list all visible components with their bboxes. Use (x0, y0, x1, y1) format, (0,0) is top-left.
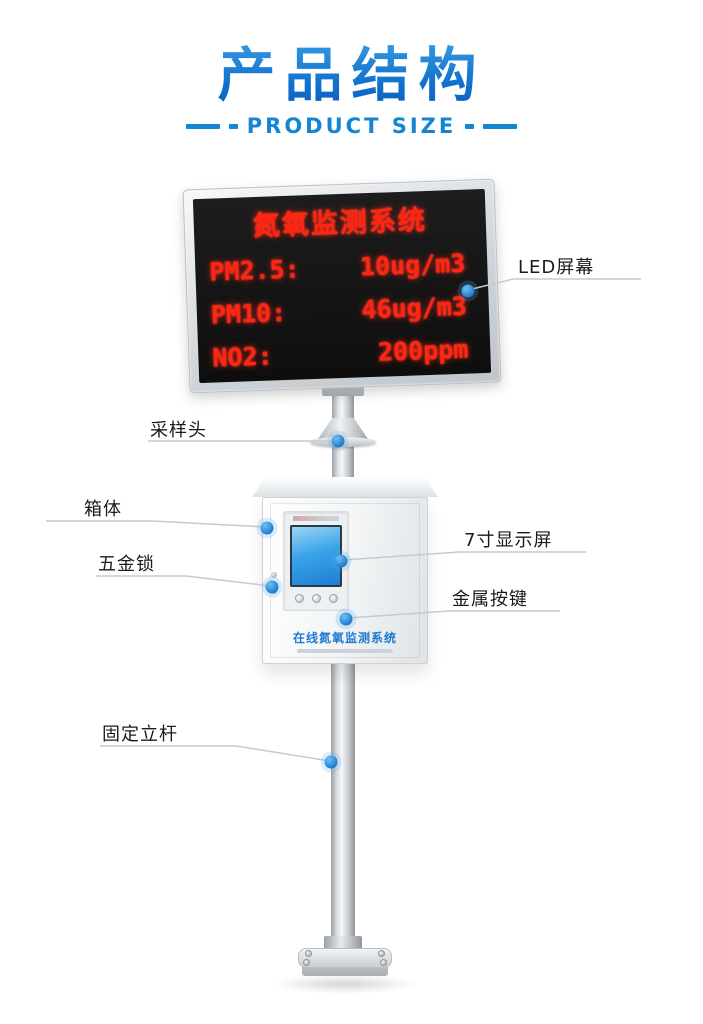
base-bolt (305, 950, 312, 957)
subtitle-dash-icon (228, 124, 238, 129)
callout-label-metal-buttons: 金属按键 (452, 589, 528, 610)
callout-dot-led-screen (461, 284, 475, 298)
cabinet-roof (252, 477, 438, 497)
led-reading-row: PM2.5: 10ug/m3 (209, 248, 474, 287)
base-bolt (303, 959, 310, 966)
subtitle-dash-icon (483, 124, 518, 129)
callout-label-fixed-pole: 固定立杆 (102, 724, 178, 745)
callout-dot-fixed-pole (324, 755, 338, 769)
cabinet-brand-text: 在线氮氧监测系统 (292, 631, 397, 645)
callout-dot-display-7inch (334, 554, 348, 568)
callout-label-display-7inch: 7寸显示屏 (464, 530, 553, 551)
callout-line-fixed-pole (100, 745, 331, 762)
page-title: 产品结构 (0, 28, 703, 112)
base-bolt (378, 950, 385, 957)
led-reading-label: PM2.5: (208, 254, 301, 287)
led-reading-row: PM10: 46ug/m3 (210, 291, 475, 330)
display-screen-7inch (290, 525, 342, 587)
led-display-title: 氮氧监测系统 (252, 205, 428, 243)
led-display: 氮氧监测系统 PM2.5: 10ug/m3 PM10: 46ug/m3 NO2:… (192, 188, 492, 384)
cabinet-body: 在线氮氧监测系统 (262, 497, 428, 664)
callout-line-cabinet (46, 520, 267, 528)
cabinet-footer-strip (297, 649, 393, 653)
callout-label-sampling-head: 采样头 (150, 420, 207, 441)
display-panel (283, 511, 349, 611)
callout-line-hardware-lock (96, 575, 272, 587)
hardware-lock (271, 572, 277, 578)
callout-dot-hardware-lock (265, 580, 279, 594)
callout-label-led-screen: LED屏幕 (518, 257, 595, 278)
callout-label-cabinet: 箱体 (84, 499, 122, 520)
base-plate-top (298, 948, 392, 968)
subtitle-row: PRODUCT SIZE (0, 116, 703, 137)
base-bolt (380, 959, 387, 966)
led-reading-value: 46ug/m3 (360, 291, 468, 325)
callout-dot-sampling-head (331, 434, 345, 448)
metal-button (328, 594, 338, 603)
led-reading-value: 200ppm (377, 334, 469, 367)
metal-button (294, 594, 304, 603)
metal-buttons-row (284, 594, 348, 603)
callout-label-hardware-lock: 五金锁 (98, 554, 155, 575)
callout-dot-metal-buttons (339, 612, 353, 626)
callout-dot-cabinet (260, 521, 274, 535)
led-reading-value: 10ug/m3 (359, 248, 466, 282)
led-reading-row: NO2: 200ppm (212, 334, 477, 373)
fixed-pole (331, 658, 355, 952)
page-subtitle: PRODUCT SIZE (246, 114, 457, 138)
led-reading-label: NO2: (211, 341, 274, 373)
metal-button (311, 594, 321, 603)
subtitle-dash-icon (185, 124, 220, 129)
led-screen-frame: 氮氧监测系统 PM2.5: 10ug/m3 PM10: 46ug/m3 NO2:… (182, 178, 502, 394)
ground-shadow (272, 974, 418, 994)
display-header-strip (293, 516, 339, 521)
led-screen-panel: 氮氧监测系统 PM2.5: 10ug/m3 PM10: 46ug/m3 NO2:… (182, 178, 502, 394)
led-reading-label: PM10: (210, 297, 287, 330)
subtitle-dash-icon (465, 124, 475, 129)
